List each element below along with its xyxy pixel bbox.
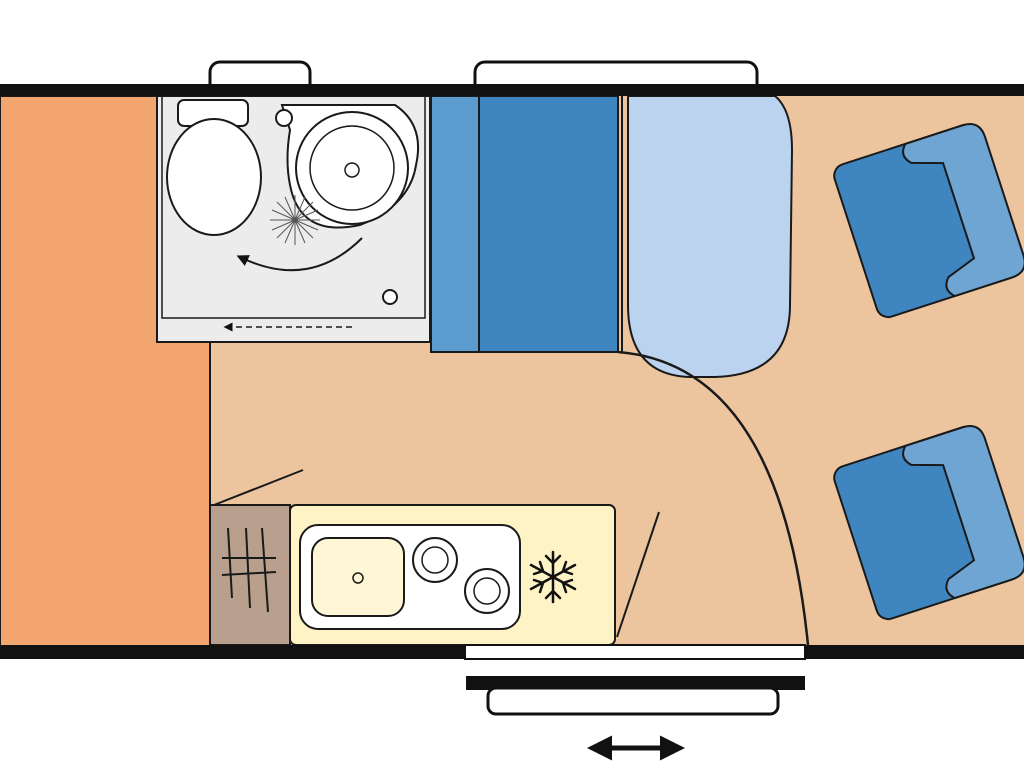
door-window bbox=[486, 686, 780, 716]
bench-seat bbox=[478, 95, 619, 353]
hob-burner-1-icon bbox=[412, 537, 458, 583]
partition-curve bbox=[617, 350, 810, 646]
shower-tray bbox=[161, 96, 426, 319]
shower-drain-icon bbox=[270, 195, 320, 245]
armchair-2 bbox=[833, 425, 1024, 621]
door-swing-arc bbox=[236, 237, 363, 272]
galley-door-line bbox=[616, 511, 660, 638]
floor-drain-icon bbox=[382, 289, 398, 305]
wardrobe bbox=[209, 504, 291, 646]
top-wall bbox=[0, 84, 1024, 96]
bathroom bbox=[156, 95, 431, 343]
bench-backrest bbox=[430, 95, 480, 353]
entry-door-opening bbox=[464, 644, 806, 660]
refrigerator-snowflake-icon bbox=[529, 550, 577, 604]
bed-cushion bbox=[627, 95, 794, 378]
wardrobe-door-line bbox=[213, 469, 304, 506]
galley-sink-icon bbox=[311, 537, 405, 617]
armchair-1 bbox=[833, 123, 1024, 319]
galley bbox=[289, 504, 616, 646]
hob-burner-2-icon bbox=[464, 568, 510, 614]
toilet-icon bbox=[166, 99, 262, 236]
round-sink-icon bbox=[275, 104, 420, 229]
